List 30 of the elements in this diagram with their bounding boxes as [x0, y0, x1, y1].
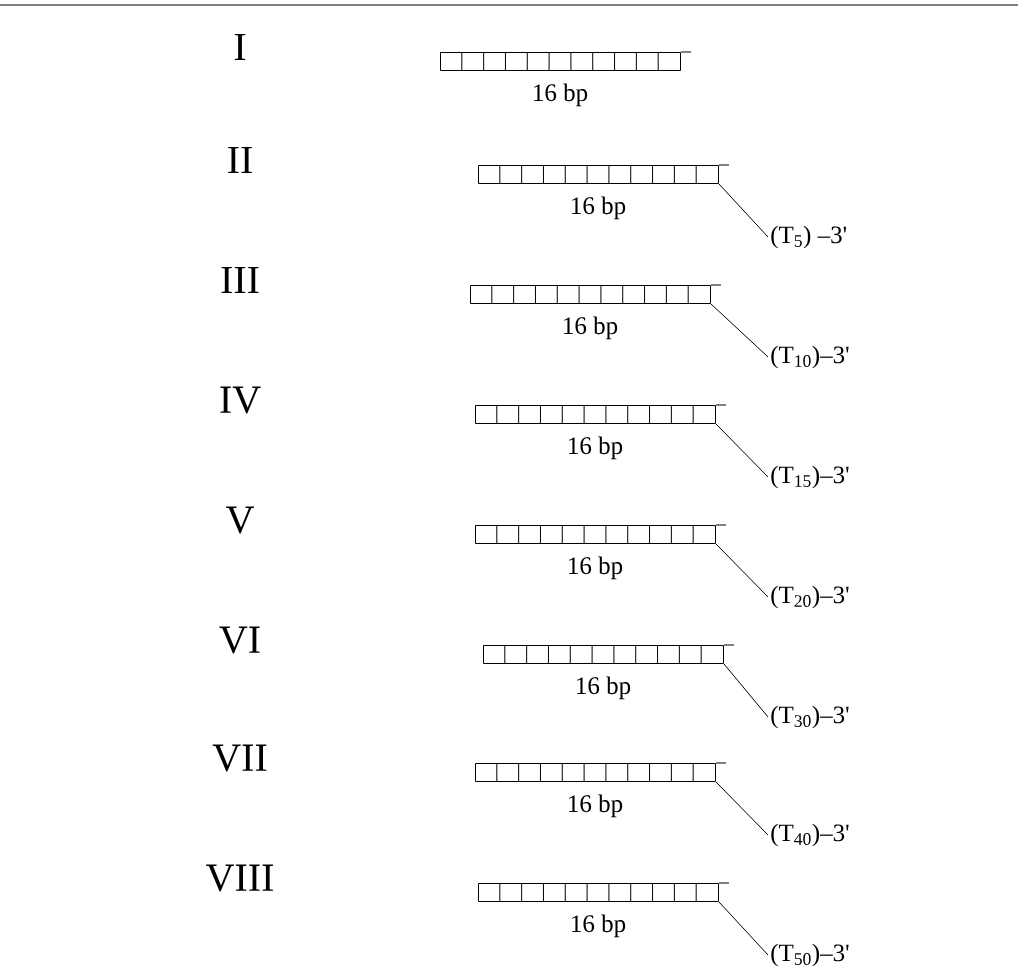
tail-label: (T$_{20}$)–3' [771, 585, 849, 609]
size-label: 16 bp [569, 794, 623, 818]
size-label: 16 bp [572, 914, 626, 938]
size-label: 16 bp [569, 436, 623, 460]
tail-line [715, 423, 769, 478]
tail-line [718, 183, 769, 238]
tail-label: (T$_{50}$)–3' [771, 943, 849, 967]
tail-label: (T$_{30}$)–3' [771, 705, 849, 729]
tail-label: (T$_{5}$) –3' [771, 225, 847, 249]
row-numeral: I [234, 33, 246, 61]
row-numeral: II [228, 146, 252, 174]
size-label: 16 bp [564, 316, 618, 340]
tail-line [715, 543, 769, 598]
tail-line [723, 663, 769, 718]
tail-label: (T$_{15}$)–3' [771, 465, 849, 489]
tail-line [718, 901, 769, 956]
row-numeral: VII [212, 744, 267, 772]
size-label: 16 bp [534, 83, 588, 107]
size-label: 16 bp [569, 556, 623, 580]
row-numeral: IV [220, 386, 261, 414]
tail-label: (T$_{40}$)–3' [771, 823, 849, 847]
size-label: 16 bp [572, 196, 626, 220]
row-numeral: VIII [206, 864, 273, 892]
tail-line [710, 303, 769, 358]
tail-label: (T$_{10}$)–3' [771, 345, 849, 369]
row-numeral: V [226, 506, 254, 534]
size-label: 16 bp [577, 676, 631, 700]
row-numeral: III [221, 266, 259, 294]
tail-line [715, 781, 769, 836]
row-numeral: VI [219, 626, 260, 654]
